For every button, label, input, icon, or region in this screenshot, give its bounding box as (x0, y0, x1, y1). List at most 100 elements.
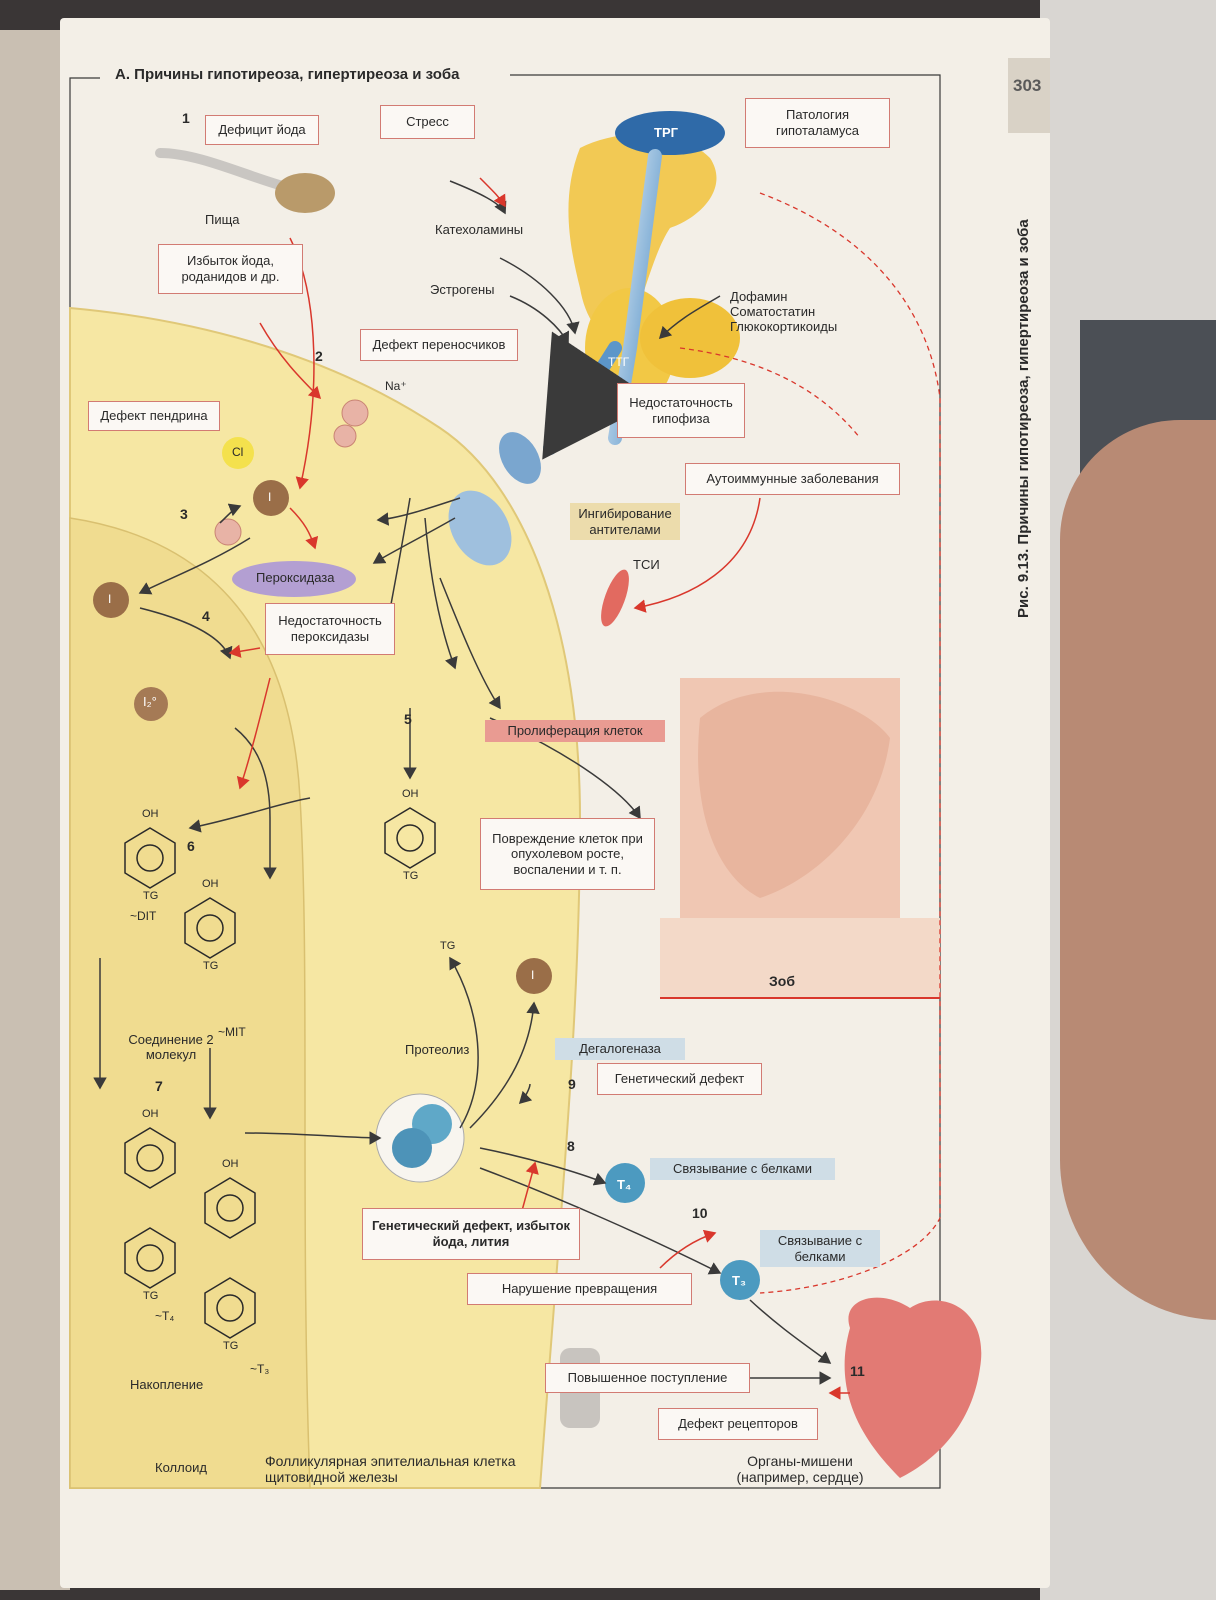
proliferation-label: Пролиферация клеток (485, 720, 665, 742)
tg-sphere-2 (392, 1128, 432, 1168)
tyrosine-tg-label: TG (403, 870, 419, 882)
iodide-ion-2 (93, 582, 129, 618)
step-number-3: 3 (180, 506, 188, 522)
antibody-inhibition-label: Ингибирование антителами (570, 503, 680, 541)
spoon-shape (155, 148, 295, 193)
step-number-8: 8 (567, 1138, 575, 1154)
iodine-deficit-box: Дефицит йода (205, 115, 319, 145)
step-number-11: 11 (850, 1363, 865, 1379)
mit-label: ~MIT (218, 1025, 246, 1039)
step-number-1: 1 (182, 110, 190, 126)
chloride-label: Cl (232, 445, 244, 459)
follicular-cell-label: Фолликулярная эпителиальная клетка щитов… (265, 1453, 516, 1486)
protein-binding-label-1: Связывание с белками (650, 1158, 835, 1180)
colloid-shape (69, 517, 311, 1489)
dit-oh-label: OH (142, 808, 159, 820)
catecholamines-label: Катехоламины (435, 222, 524, 237)
mit-oh-label: OH (202, 878, 219, 890)
molecule-drawings (124, 807, 436, 1339)
tsi-shape (601, 569, 629, 627)
figure-title: А. Причины гипотиреоза, гипертиреоза и з… (115, 66, 460, 83)
accumulation-label: Накопление (130, 1377, 204, 1392)
step-number-9: 9 (568, 1076, 576, 1092)
iodine-excess-box: Избыток йода, роданидов и др. (158, 244, 303, 294)
page-number: 303 (1013, 76, 1042, 95)
genetic-defect-long-box: Генетический дефект, избыток йода, лития (362, 1208, 580, 1260)
step-number-7: 7 (155, 1078, 163, 1094)
tsh-label: ТТГ (608, 355, 630, 369)
t4-molecule-label: ~T₄ (155, 1309, 175, 1323)
step-number-5: 5 (404, 711, 412, 727)
tsi-label: ТСИ (633, 557, 660, 572)
genetic-defect-box: Генетический дефект (597, 1063, 762, 1095)
trh-oval (615, 111, 725, 155)
goiter-caption-area (660, 918, 940, 998)
autoimmune-box: Аутоиммунные заболевания (685, 463, 900, 495)
step-number-6: 6 (187, 838, 195, 854)
iodide-ion-1 (253, 480, 289, 516)
t3-tg-label: TG (223, 1340, 239, 1352)
dehalogenase-label: Дегалогеназа (555, 1038, 685, 1060)
food-label: Пища (205, 212, 240, 227)
heart-shape (844, 1297, 982, 1478)
feedback-dashed-1 (759, 192, 941, 1294)
tsh-receptor-shape (499, 432, 541, 484)
iodide-label-3: I (531, 968, 535, 982)
step-number-10: 10 (692, 1205, 708, 1221)
feedback-dashed-2 (679, 347, 861, 439)
iodine-molecule (134, 687, 168, 721)
pendrin-defect-box: Дефект пендрина (88, 401, 220, 431)
protein-binding-label-2: Связывание с белками (760, 1230, 880, 1268)
iodide-label-2: I (108, 592, 112, 606)
carrier-defect-box: Дефект переносчиков (360, 329, 518, 361)
iodide-ion-3 (516, 958, 552, 994)
cl-ion (222, 437, 254, 469)
step-number-4: 4 (202, 608, 210, 624)
sodium-label: Na⁺ (385, 379, 407, 393)
food-shape (275, 173, 335, 213)
t4-oh-label: OH (142, 1108, 159, 1120)
trh-label: ТРГ (654, 125, 678, 140)
receptor-shape (448, 490, 512, 566)
stress-box: Стресс (380, 105, 475, 139)
peroxidase-insufficiency-box: Недостаточность пероксидазы (265, 603, 395, 655)
page-number-box (1008, 58, 1050, 133)
book-page: А. Причины гипотиреоза, гипертиреоза и з… (60, 18, 1050, 1588)
background-knee (1060, 420, 1216, 1320)
tyrosine-oh-label: OH (402, 788, 419, 800)
figure-caption: Рис. 9.13. Причины гипотиреоза, гипертир… (1015, 219, 1032, 618)
iodide-label-1: I (268, 490, 272, 504)
proteolysis-tg-label: TG (440, 940, 456, 952)
hypothalamus-pathology-box: Патология гипоталамуса (745, 98, 890, 148)
diagram-drawing (69, 74, 982, 1489)
dit-label: ~DIT (130, 909, 157, 923)
receptor-defect-box: Дефект рецепторов (658, 1408, 818, 1440)
dit-tg-label: TG (143, 890, 159, 902)
iodine-molecule-label: I₂° (143, 694, 157, 709)
t4-tg-label: TG (143, 1290, 159, 1302)
dark-arrows (93, 180, 832, 1385)
pendrin-shape (214, 518, 242, 546)
peroxidase-label: Пероксидаза (256, 570, 335, 585)
step-number-2: 2 (315, 348, 323, 364)
t4-sphere (605, 1163, 645, 1203)
pituitary-insufficiency-box: Недостаточность гипофиза (617, 383, 745, 438)
mit-tg-label: TG (203, 960, 219, 972)
t3-label: T₃ (732, 1273, 746, 1288)
cell-damage-box: Повреждение клеток при опухолевом росте,… (480, 818, 655, 890)
t4-label: T₄ (617, 1177, 632, 1192)
estrogens-label: Эстрогены (430, 282, 495, 297)
target-organs-label: Органы-мишени (например, сердце) (736, 1453, 864, 1486)
coupling-label: Соединение 2 молекул (128, 1032, 214, 1062)
t3-oh-label: OH (222, 1158, 239, 1170)
conversion-disorder-box: Нарушение превращения (467, 1273, 692, 1305)
dopamine-label: Дофамин Соматостатин Глюкокортикоиды (730, 289, 838, 334)
adjacent-page-edge (0, 30, 70, 1590)
goiter-label: Зоб (769, 973, 795, 989)
increased-intake-box: Повышенное поступление (545, 1363, 750, 1393)
peroxidase-oval (232, 561, 356, 597)
t3-molecule-label: ~T₃ (250, 1362, 270, 1376)
proteolysis-label: Протеолиз (405, 1042, 470, 1057)
colloid-label: Коллоид (155, 1460, 207, 1475)
t3-sphere (720, 1260, 760, 1300)
